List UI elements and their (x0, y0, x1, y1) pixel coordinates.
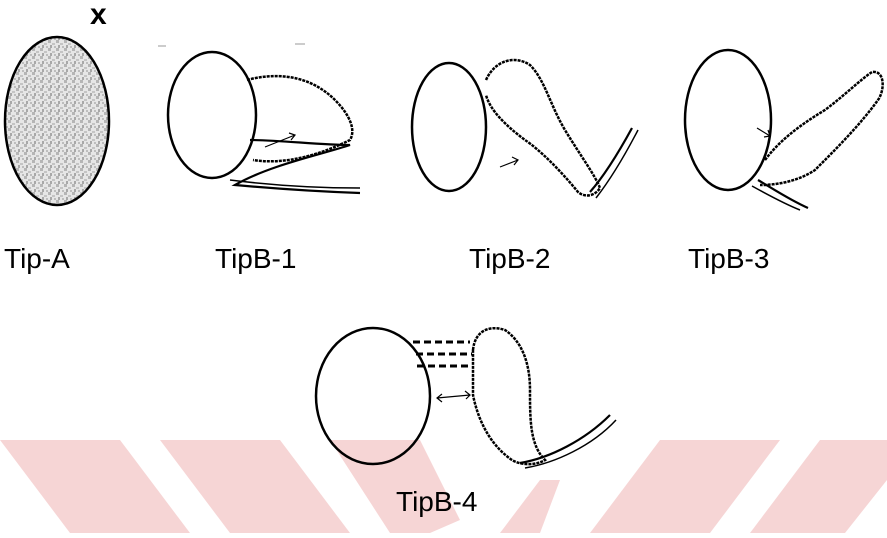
label-tip-a: Tip-A (4, 245, 70, 273)
cross-marker: x (90, 0, 107, 30)
label-tipb-1: TipB-1 (215, 245, 296, 273)
label-tipb-2: TipB-2 (469, 245, 550, 273)
tip-a-shape (5, 37, 109, 205)
label-tipb-3: TipB-3 (688, 245, 769, 273)
tipb-1-shape (158, 44, 360, 193)
tipb-3-shape (685, 50, 883, 210)
label-tipb-4: TipB-4 (396, 488, 477, 516)
tipb-2-shape (412, 60, 638, 198)
